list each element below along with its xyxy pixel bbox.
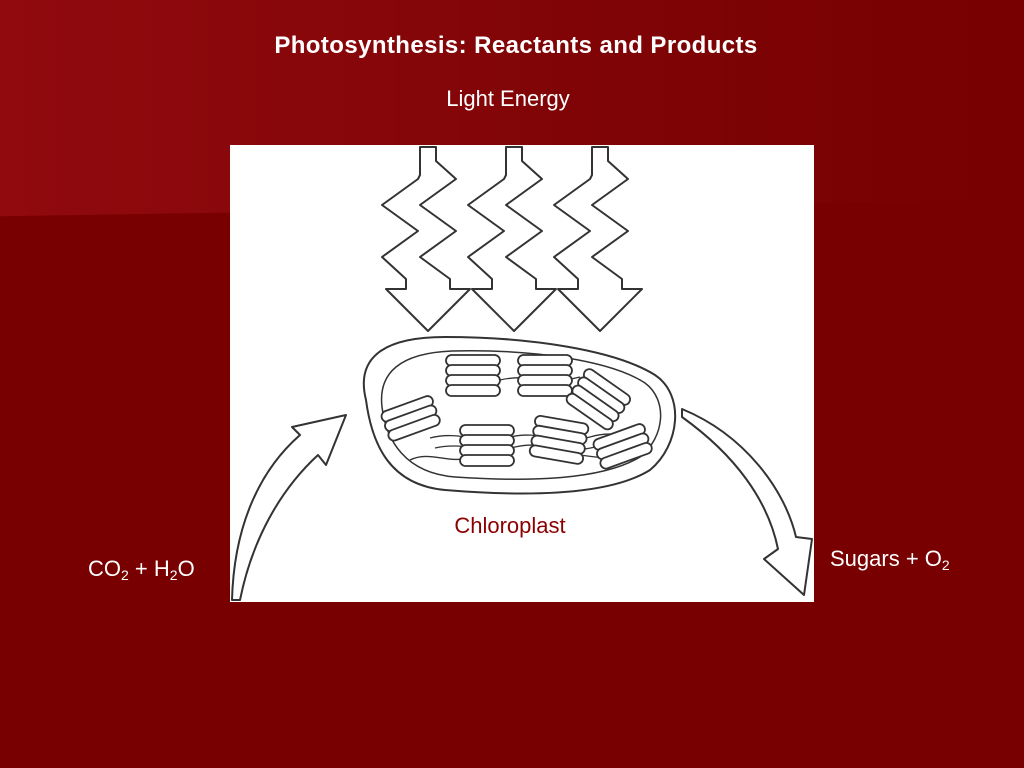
products-label: Sugars + O2 <box>830 546 950 573</box>
curved-arrow-down-icon <box>681 408 813 596</box>
light-energy-label: Light Energy <box>446 86 570 111</box>
light-ray-1-icon <box>381 146 471 332</box>
granum-5 <box>460 425 514 466</box>
granum-2 <box>518 355 572 396</box>
granum-1 <box>446 355 500 396</box>
granum-6 <box>529 415 589 465</box>
slide-title: Photosynthesis: Reactants and Products <box>274 32 758 59</box>
diagram-panel: Chloroplast <box>230 145 814 602</box>
chloroplast-icon <box>362 335 676 495</box>
curved-arrow-up-icon <box>231 414 347 601</box>
diagram-canvas <box>231 146 813 601</box>
light-ray-3-icon <box>553 146 643 332</box>
chloroplast-label: Chloroplast <box>454 513 566 538</box>
light-ray-2-icon <box>467 146 557 332</box>
reactants-label: CO2 + H2O <box>88 556 195 583</box>
